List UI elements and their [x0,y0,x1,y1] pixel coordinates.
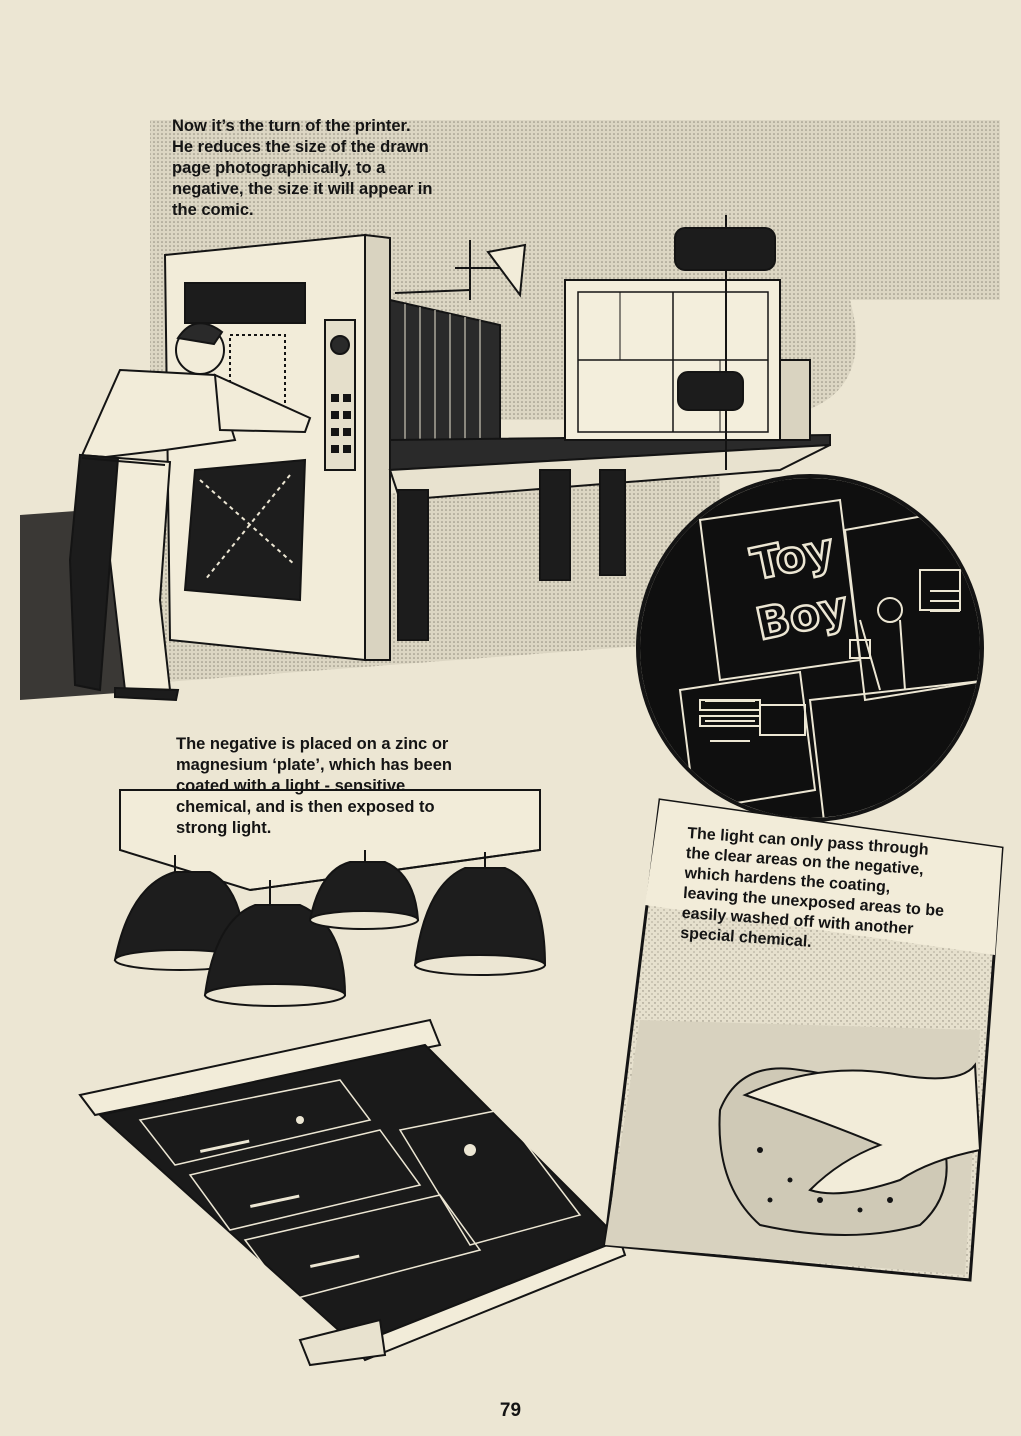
process-camera-illustration [68,215,831,702]
lamp [203,904,347,1007]
lamp [308,861,420,930]
lamp [413,867,547,976]
printer-figure [68,322,312,702]
sponge-panel [603,798,1004,1282]
printing-plate-illustration [78,1018,627,1367]
caption-plate-exposure: The negative is placed on a zinc or magn… [176,735,452,837]
negative-closeup-circle: Toy Boy [636,474,984,822]
caption-printer-intro: Now it’s the turn of the printer. He red… [172,117,433,219]
exposure-lamps-illustration [113,789,547,1007]
caption-light-process: The light can only pass through the clea… [679,824,945,951]
page-number: 79 [499,1400,522,1421]
hand-sponge [718,1062,982,1236]
